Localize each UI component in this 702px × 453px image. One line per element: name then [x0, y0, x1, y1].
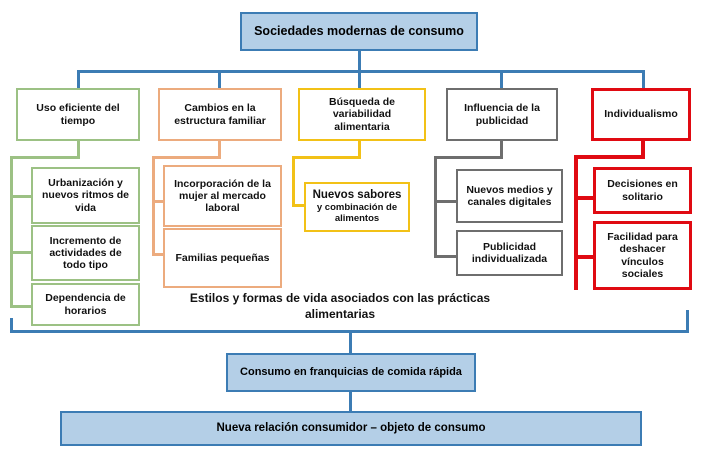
connector-orange-elbow [152, 156, 221, 159]
connector-green-stub-1 [10, 195, 32, 198]
branch-child-urbanizacion[interactable]: Urbanización y nuevos ritmos de vida [31, 167, 140, 224]
connector-green-stub-2 [10, 251, 32, 254]
connector-yellow-elbow [292, 156, 361, 159]
connector-result-to-conclusion [349, 392, 352, 412]
branch-child-nuevos-medios[interactable]: Nuevos medios y canales digitales [456, 169, 563, 223]
connector-gray-spine [434, 156, 437, 258]
connector-drop-green [77, 70, 80, 88]
branch-head-busqueda-variabilidad[interactable]: Búsqueda de variabilidad alimentaria [298, 88, 426, 141]
branch-child-facilidad-deshacer[interactable]: Facilidad para deshacer vínculos sociale… [593, 221, 692, 290]
connector-green-stub-3 [10, 305, 32, 308]
connector-red-stem [641, 140, 645, 158]
connector-green-stem [77, 140, 80, 158]
connector-red-stub-2 [574, 255, 596, 259]
branch-child-decisiones-solitario[interactable]: Decisiones en solitario [593, 167, 692, 214]
connector-red-elbow [574, 155, 645, 159]
connector-drop-yellow [358, 70, 361, 88]
connector-gray-stem [500, 140, 503, 158]
connector-bottom-left-riser [10, 318, 13, 333]
connector-green-elbow [10, 156, 80, 159]
connector-yellow-spine [292, 156, 295, 207]
connector-green-spine [10, 156, 13, 308]
connector-yellow-stub-1 [292, 204, 314, 207]
connector-root-bus [77, 70, 645, 73]
connector-orange-stem [218, 140, 221, 158]
branch-head-individualismo[interactable]: Individualismo [591, 88, 691, 141]
nuevos-sabores-title: Nuevos sabores [312, 189, 402, 202]
nuevos-sabores-subtitle: y combinación de alimentos [316, 201, 398, 224]
connector-gray-elbow [434, 156, 503, 159]
connector-yellow-stem [358, 140, 361, 158]
branch-child-familias-pequenas[interactable]: Familias pequeñas [163, 228, 282, 288]
connector-gray-stub-2 [434, 255, 456, 258]
branch-child-incremento-actividades[interactable]: Incremento de actividades de todo tipo [31, 225, 140, 281]
connector-root-stem [358, 50, 361, 72]
branch-child-dependencia-horarios[interactable]: Dependencia de horarios [31, 283, 140, 326]
connector-drop-red [642, 70, 645, 88]
title-box[interactable]: Sociedades modernas de consumo [240, 12, 478, 51]
branch-head-cambios-estructura[interactable]: Cambios en la estructura familiar [158, 88, 282, 141]
connector-bottom-right-riser [686, 310, 689, 333]
branch-child-publicidad-individualizada[interactable]: Publicidad individualizada [456, 230, 563, 276]
branch-head-influencia-publicidad[interactable]: Influencia de la publicidad [446, 88, 558, 141]
connector-drop-orange [218, 70, 221, 88]
connector-gray-stub-1 [434, 200, 456, 203]
connector-red-stub-1 [574, 196, 596, 200]
branch-child-incorporacion-mujer[interactable]: Incorporación de la mujer al mercado lab… [163, 165, 282, 227]
result-box-consumo-franquicias[interactable]: Consumo en franquicias de comida rápida [226, 353, 476, 392]
branch-head-uso-eficiente[interactable]: Uso eficiente del tiempo [16, 88, 140, 141]
connector-drop-gray [500, 70, 503, 88]
diagram-caption: Estilos y formas de vida asociados con l… [189, 291, 491, 322]
conclusion-box-nueva-relacion[interactable]: Nueva relación consumidor – objeto de co… [60, 411, 642, 446]
connector-red-spine [574, 155, 578, 290]
branch-child-nuevos-sabores[interactable]: Nuevos sabores y combinación de alimento… [304, 182, 410, 232]
connector-bottom-to-result [349, 330, 352, 354]
connector-orange-spine [152, 156, 155, 256]
